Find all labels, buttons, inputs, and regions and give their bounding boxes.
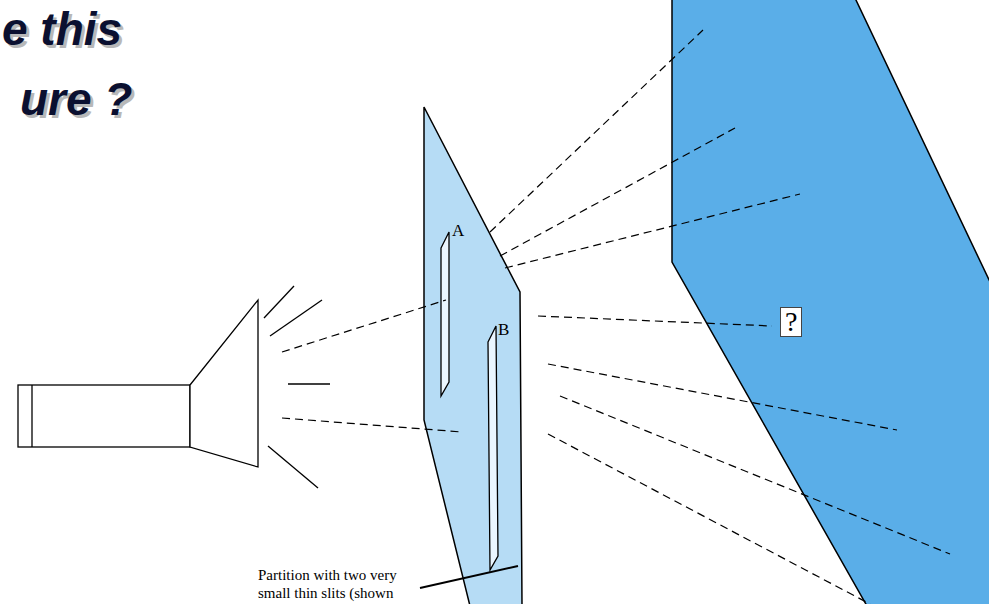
slit-label: B [498,321,509,338]
slit-b [488,326,498,570]
slit-a [441,232,449,396]
leader-line [420,566,518,588]
partition-note: Partition with two very small thin slits… [258,566,426,602]
slit-label: A [452,222,464,239]
light-rays [282,30,950,604]
unknown-pattern-mark: ? [780,307,802,337]
partition [424,107,522,604]
flashlight [18,286,330,488]
screen [672,0,989,604]
title-fragment: ure ? [20,76,132,122]
title-fragment: e this [2,6,122,52]
